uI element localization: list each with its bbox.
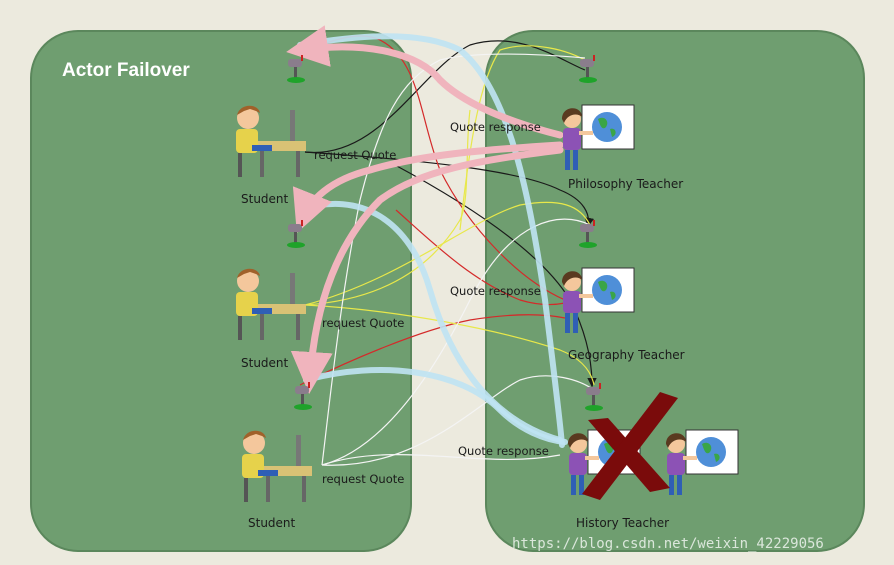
- mailbox-icon: [287, 55, 305, 83]
- pink-curve-2: [292, 141, 564, 233]
- white-line-1: [321, 53, 586, 466]
- student-label: Student: [248, 516, 296, 530]
- teacher-label: Philosophy Teacher: [568, 177, 684, 191]
- response-label: Quote response: [458, 444, 549, 458]
- mailbox-icon: [294, 382, 312, 410]
- response-label: Quote response: [450, 120, 541, 134]
- watermark: https://blog.csdn.net/weixin_42229056: [512, 536, 824, 552]
- student-label: Student: [241, 356, 289, 370]
- message-lines: [295, 35, 597, 466]
- student-label: Student: [241, 192, 289, 206]
- red-line-2: [395, 209, 566, 306]
- teacher-label: History Teacher: [576, 516, 670, 530]
- teacher-icon: [562, 104, 635, 170]
- failed-x-icon: [582, 392, 678, 500]
- white-line-3: [321, 375, 595, 466]
- student-icon: [236, 268, 306, 340]
- black-line-2: [304, 151, 595, 228]
- mailbox-icon: [287, 220, 305, 248]
- mailbox-icon: [579, 220, 597, 248]
- teacher-icon: [562, 267, 635, 333]
- white-line-2: [321, 218, 591, 466]
- routing-curves: [286, 25, 568, 448]
- student-icon: [242, 430, 312, 502]
- mailbox-icon: [579, 55, 597, 83]
- yellow-line-3: [304, 304, 595, 386]
- request-label: request Quote: [322, 472, 405, 486]
- pink-curve-1: [286, 25, 564, 139]
- blue-curve-3: [303, 367, 568, 445]
- student-icon: [236, 105, 306, 177]
- black-line-3: [394, 164, 597, 388]
- request-label: request Quote: [314, 148, 397, 162]
- diagram-title: Actor Failover: [62, 60, 190, 81]
- teacher-icon-replacement: [666, 429, 739, 495]
- response-label: Quote response: [450, 284, 541, 298]
- black-line-1: [304, 40, 586, 153]
- pink-curve-3: [290, 146, 564, 394]
- white-line-4: [321, 454, 561, 466]
- yellow-line-2: [304, 201, 591, 306]
- mailbox-icon: [585, 383, 603, 411]
- request-label: request Quote: [322, 316, 405, 330]
- teacher-label: Geography Teacher: [568, 348, 685, 362]
